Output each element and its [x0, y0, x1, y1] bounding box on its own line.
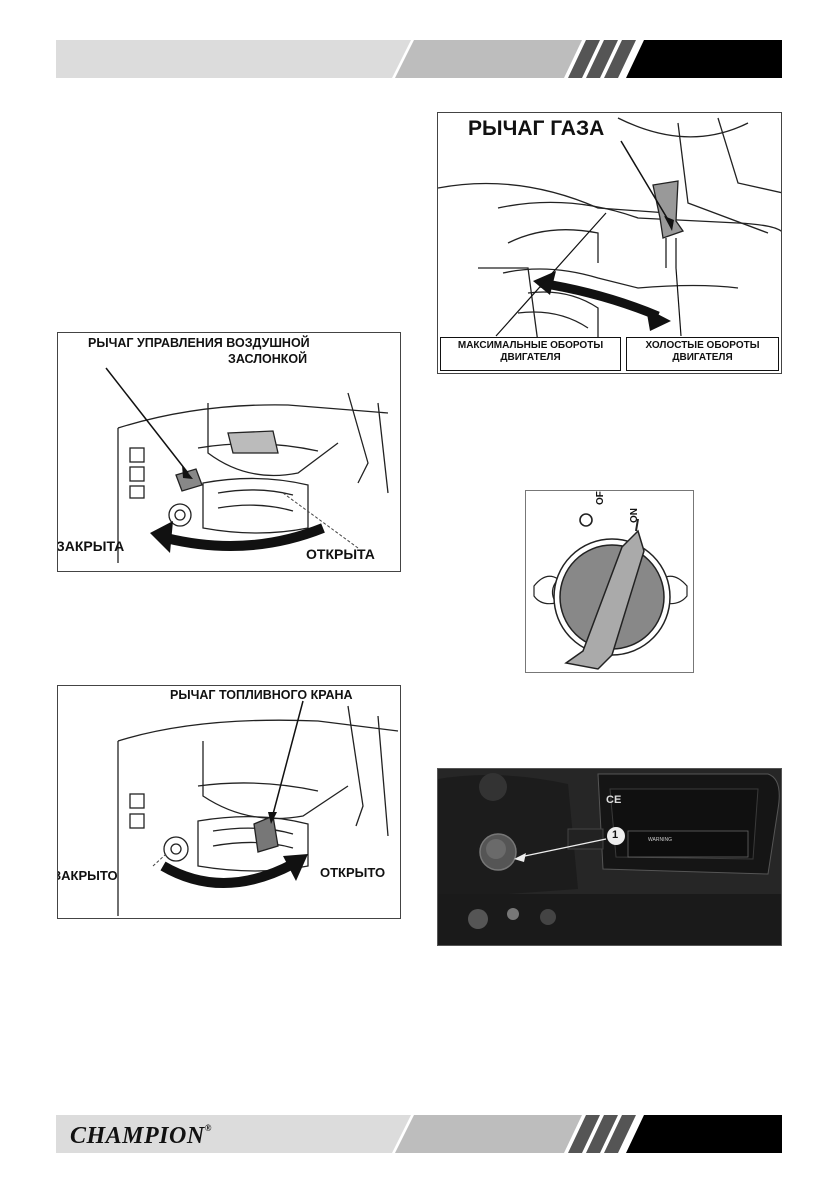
warning-label: WARNING [648, 837, 672, 843]
throttle-idle-line2: ДВИГАТЕЛЯ [672, 352, 733, 363]
fuel-closed-label: ЗАКРЫТО [57, 868, 118, 883]
engine-photo: CE 1 WARNING [437, 768, 782, 946]
choke-closed-label: ЗАКРЫТА [57, 538, 125, 554]
switch-on-label: ON [629, 508, 640, 523]
switch-off-label: OFF [595, 490, 606, 505]
choke-title-line1: РЫЧАГ УПРАВЛЕНИЯ ВОЗДУШНОЙ [88, 336, 310, 350]
throttle-max-line2: ДВИГАТЕЛЯ [500, 352, 561, 363]
registered-mark: ® [204, 1123, 212, 1133]
throttle-max-box: МАКСИМАЛЬНЫЕ ОБОРОТЫ ДВИГАТЕЛЯ [440, 337, 621, 371]
footer-band [56, 1115, 782, 1153]
choke-open-label: ОТКРЫТА [306, 546, 375, 562]
throttle-title: РЫЧАГ ГАЗА [468, 117, 605, 140]
header-band [56, 40, 782, 78]
photo-callout-number: 1 [612, 829, 619, 841]
throttle-idle-line1: ХОЛОСТЫЕ ОБОРОТЫ [645, 340, 760, 351]
brand-name: CHAMPION [70, 1123, 205, 1149]
choke-lever-figure: РЫЧАГ УПРАВЛЕНИЯ ВОЗДУШНОЙ ЗАСЛОНКОЙ ЗАК… [57, 332, 401, 572]
fuel-valve-figure: РЫЧАГ ТОПЛИВНОГО КРАНА ЗАКРЫТО ОТКРЫТО [57, 685, 401, 919]
champion-logo: CHAMPION® [70, 1123, 212, 1149]
choke-title-line2: ЗАСЛОНКОЙ [228, 352, 308, 366]
fuel-open-label: ОТКРЫТО [320, 865, 386, 880]
engine-switch-figure: OFF ON [525, 490, 694, 673]
fuel-title: РЫЧАГ ТОПЛИВНОГО КРАНА [170, 688, 353, 702]
throttle-lever-figure: РЫЧАГ ГАЗА МАКСИМАЛЬНЫЕ ОБОРОТЫ ДВИГАТЕЛ… [437, 112, 782, 374]
throttle-max-line1: МАКСИМАЛЬНЫЕ ОБОРОТЫ [457, 340, 604, 351]
throttle-idle-box: ХОЛОСТЫЕ ОБОРОТЫ ДВИГАТЕЛЯ [626, 337, 779, 371]
ce-mark: CE [606, 794, 622, 806]
